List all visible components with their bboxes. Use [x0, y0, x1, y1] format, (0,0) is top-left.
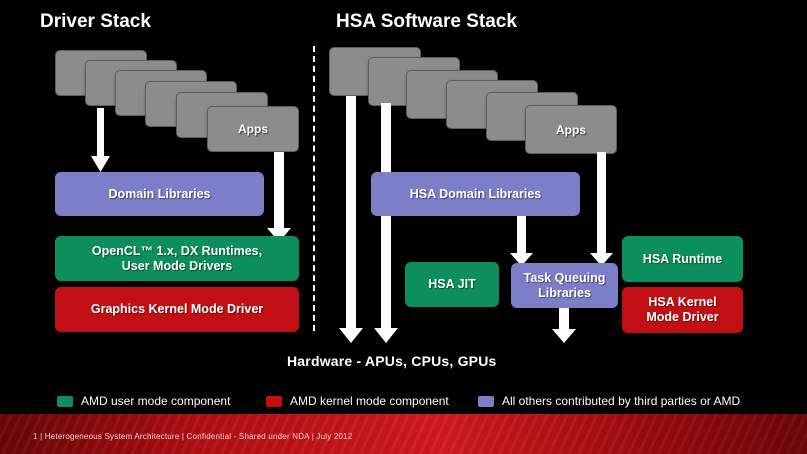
- legend-item-user-mode: AMD user mode component: [57, 394, 230, 408]
- legend-item-third-party: All others contributed by third parties …: [478, 394, 740, 408]
- legend-swatch-green: [57, 395, 73, 407]
- legend-label: AMD user mode component: [81, 394, 231, 408]
- stack-divider: [313, 46, 315, 331]
- driver-stack-title: Driver Stack: [40, 11, 151, 32]
- graphics-kernel-driver-box: Graphics Kernel Mode Driver: [55, 287, 299, 332]
- opencl-runtimes-box: OpenCL™ 1.x, DX Runtimes, User Mode Driv…: [55, 236, 299, 281]
- hsa-runtime-label: HSA Runtime: [642, 251, 723, 266]
- footer-text: 1 | Heterogeneous System Architecture | …: [33, 432, 353, 441]
- legend-item-kernel-mode: AMD kernel mode component: [266, 394, 449, 408]
- footer-bar: 1 | Heterogeneous System Architecture | …: [0, 414, 807, 454]
- footer-texture: [0, 414, 807, 454]
- arrow-down: [510, 216, 533, 266]
- legend-swatch-red: [266, 395, 282, 407]
- hsa-kmd-line2: Mode Driver: [646, 310, 719, 324]
- hsa-jit-box: HSA JIT: [405, 262, 499, 307]
- legend-swatch-purple: [478, 395, 494, 407]
- hsa-domain-libraries-label: HSA Domain Libraries: [409, 186, 542, 201]
- hsa-jit-label: HSA JIT: [428, 277, 476, 291]
- arrow-down: [590, 152, 613, 266]
- legend-label: AMD kernel mode component: [290, 394, 449, 408]
- arrow-down: [552, 308, 576, 343]
- task-queuing-libraries-box: Task Queuing Libraries: [511, 263, 618, 308]
- arrow-down: [374, 103, 398, 343]
- hsa-kernel-driver-box: HSA Kernel Mode Driver: [622, 287, 743, 333]
- domain-libraries-label: Domain Libraries: [108, 186, 211, 201]
- hsa-kmd-line1: HSA Kernel: [648, 295, 717, 309]
- app-box-apps: Apps: [207, 106, 299, 152]
- task-queuing-line2: Libraries: [538, 285, 591, 300]
- task-queuing-line1: Task Queuing: [523, 270, 606, 285]
- hardware-label: Hardware - APUs, CPUs, GPUs: [287, 353, 497, 369]
- opencl-label-line1: OpenCL™ 1.x, DX Runtimes,: [91, 243, 263, 258]
- opencl-label-line2: User Mode Drivers: [121, 258, 233, 273]
- graphics-kmd-label: Graphics Kernel Mode Driver: [90, 302, 264, 316]
- hsa-stack-title: HSA Software Stack: [336, 11, 517, 32]
- hsa-domain-libraries-box: HSA Domain Libraries: [371, 172, 580, 216]
- arrow-down: [91, 108, 110, 172]
- legend-label: All others contributed by third parties …: [502, 394, 741, 408]
- domain-libraries-box: Domain Libraries: [55, 172, 264, 216]
- arrow-down: [267, 152, 291, 242]
- app-box-apps: Apps: [525, 105, 617, 154]
- arrow-down: [339, 96, 363, 343]
- hsa-runtime-box: HSA Runtime: [622, 236, 743, 282]
